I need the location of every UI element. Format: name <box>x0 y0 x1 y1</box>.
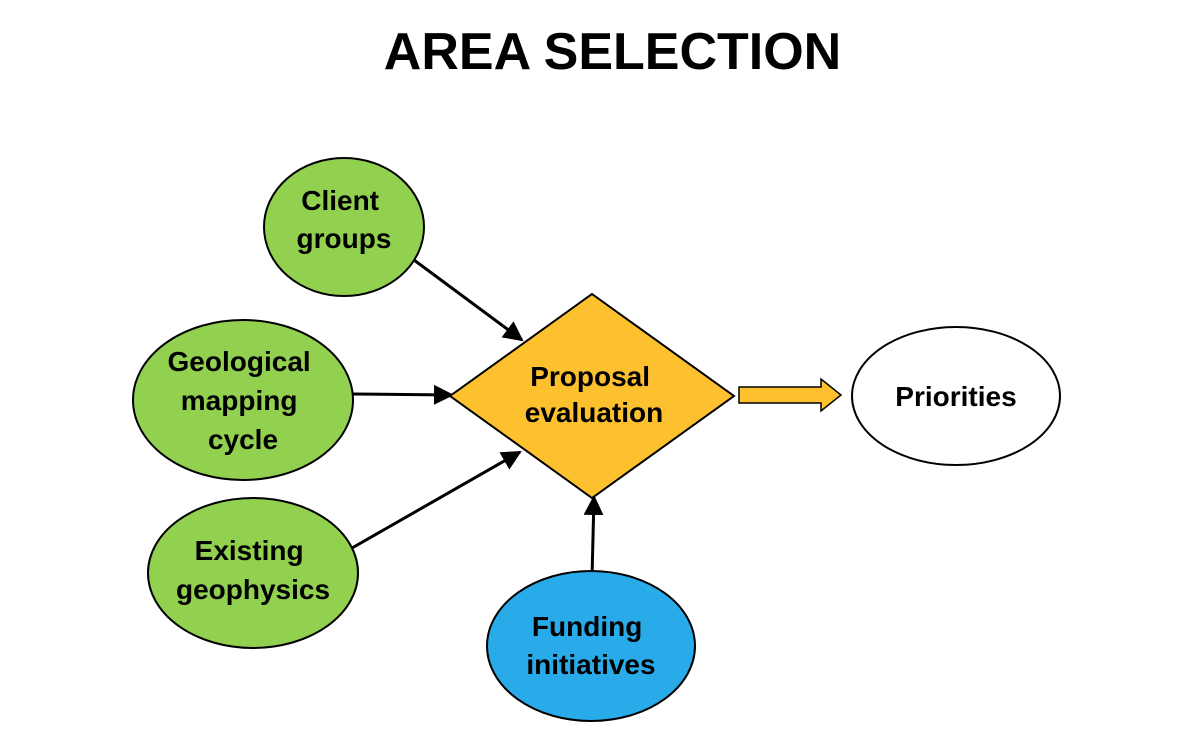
geological-mapping-line-3: cycle <box>208 424 278 455</box>
priorities-label: Priorities <box>895 381 1016 412</box>
existing-geophysics-node <box>147 497 359 649</box>
geological-mapping-line-2: mapping <box>181 385 298 416</box>
arrow-funding-to-proposal <box>583 495 604 579</box>
client-groups-node <box>263 157 425 297</box>
arrow-geological-to-proposal <box>351 384 454 405</box>
existing-geophysics-label: Existing geophysics <box>176 535 330 605</box>
proposal-evaluation-label: Proposal evaluation <box>525 361 663 428</box>
existing-geophysics-line-2: geophysics <box>176 574 330 605</box>
client-groups-label: Client groups <box>297 185 392 254</box>
arrow-client-to-proposal <box>413 258 524 342</box>
client-groups-line-1: Client <box>301 185 379 216</box>
page-title: AREA SELECTION <box>383 23 842 81</box>
client-groups-line-2: groups <box>297 223 392 254</box>
geological-mapping-label: Geological mapping cycle <box>168 346 319 455</box>
output-block-arrow <box>738 377 843 413</box>
geological-mapping-line-1: Geological <box>168 346 311 377</box>
geological-mapping-node <box>132 319 354 481</box>
funding-initiatives-line-1: Funding <box>532 611 642 642</box>
funding-initiatives-label: Funding initiatives <box>526 611 655 680</box>
arrow-geophysics-to-proposal <box>351 450 522 550</box>
priorities-node <box>851 326 1061 466</box>
funding-initiatives-node <box>486 570 696 722</box>
existing-geophysics-line-1: Existing <box>195 535 304 566</box>
proposal-evaluation-line-1: Proposal <box>530 361 650 392</box>
proposal-evaluation-line-2: evaluation <box>525 397 663 428</box>
priorities-line-1: Priorities <box>895 381 1016 412</box>
proposal-evaluation-diamond <box>448 292 736 500</box>
funding-initiatives-line-2: initiatives <box>526 649 655 680</box>
